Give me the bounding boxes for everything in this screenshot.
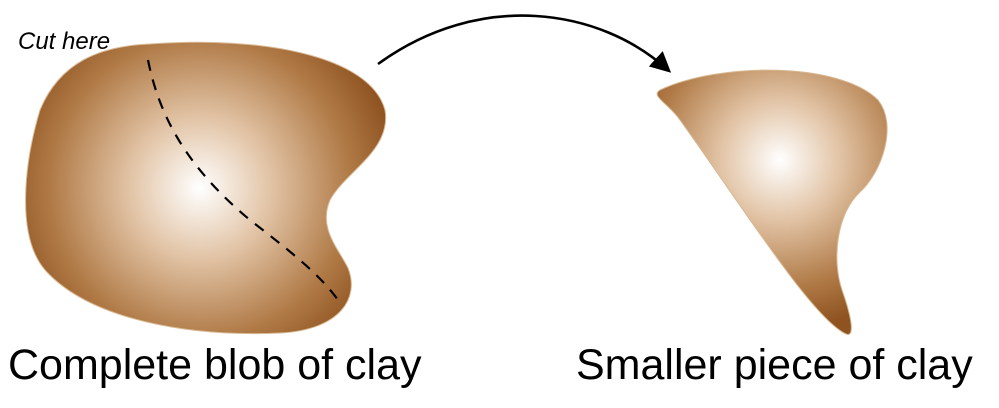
- curved-arrow-icon: [377, 14, 672, 73]
- cut-here-label: Cut here: [18, 28, 111, 55]
- smaller-clay-piece: [656, 69, 888, 335]
- cut-line: [146, 59, 339, 301]
- complete-clay-blob: [25, 41, 387, 335]
- smaller-piece-caption: Smaller piece of clay: [576, 341, 973, 389]
- complete-blob-caption: Complete blob of clay: [8, 341, 422, 389]
